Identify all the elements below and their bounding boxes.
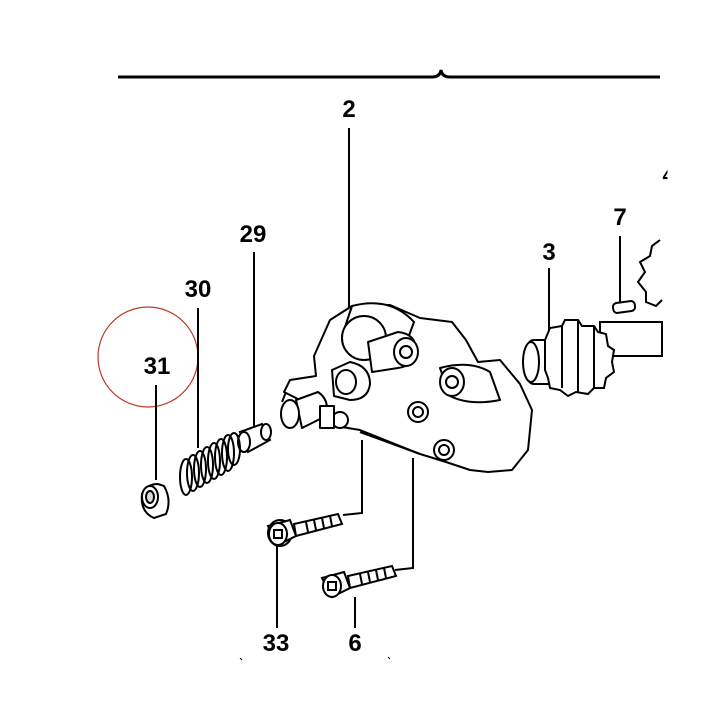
callout-3: 3 xyxy=(542,239,556,266)
callout-31: 31 xyxy=(143,353,171,380)
callout-6: 6 xyxy=(348,630,362,657)
callout-33: 33 xyxy=(262,630,290,657)
spring-part xyxy=(179,432,241,496)
section-rule xyxy=(118,69,660,79)
pump-housing-part xyxy=(280,302,533,473)
callout-2: 2 xyxy=(342,96,356,123)
gear-edge-part xyxy=(636,239,663,308)
piston-part xyxy=(237,422,272,454)
gear-shaft-part xyxy=(522,319,663,398)
callout-29: 29 xyxy=(239,221,267,248)
callout-4: 4 xyxy=(662,165,674,187)
key-part xyxy=(611,300,637,314)
screw-6-part xyxy=(320,564,398,599)
scan-mark xyxy=(239,657,243,661)
plug-part xyxy=(140,482,170,520)
callout-7: 7 xyxy=(613,204,627,231)
screw-33-part xyxy=(266,512,344,547)
scan-mark xyxy=(387,656,391,660)
callout-30: 30 xyxy=(184,276,212,303)
